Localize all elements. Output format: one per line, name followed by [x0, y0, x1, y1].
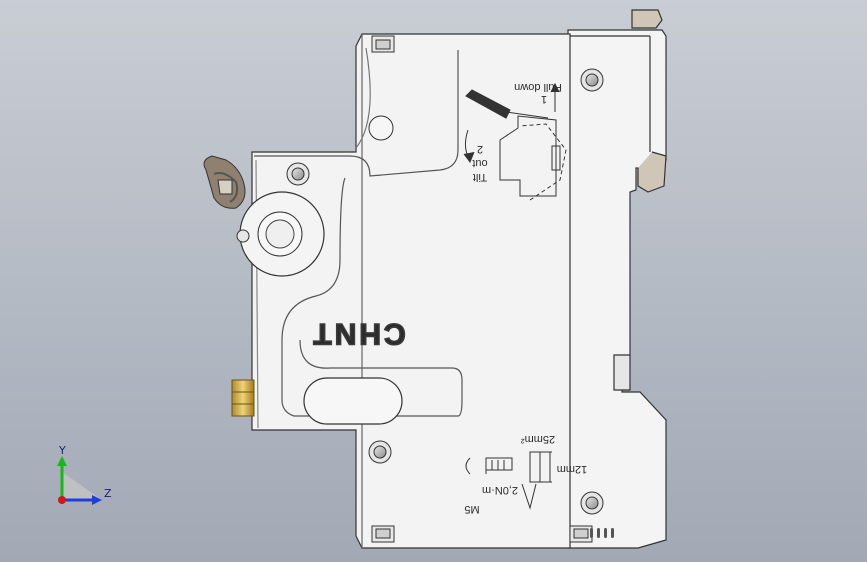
din-rail-clip — [567, 9, 667, 549]
rivet-top-right — [580, 68, 604, 92]
tilt-out-label-tilt: Tilt — [473, 171, 487, 183]
y-axis-label: Y — [58, 444, 66, 457]
svg-text:25mm²: 25mm² — [521, 433, 556, 445]
terminal-connector — [231, 379, 255, 417]
x-axis-dot-icon — [58, 496, 66, 504]
svg-text:CHNT: CHNT — [310, 317, 405, 350]
axis-triad: Y Z — [57, 444, 112, 505]
tilt-out-label-out: out — [472, 157, 487, 169]
oval-slot — [303, 377, 403, 425]
bottom-right-latch — [569, 525, 593, 543]
brand-logo: CHNT — [310, 316, 407, 351]
rivet-left — [286, 162, 310, 186]
cross-section-label: 25mm² — [521, 433, 556, 445]
svg-text:M5: M5 — [464, 503, 479, 515]
torque-label: 2,0N·m — [482, 484, 518, 496]
vent-slots — [590, 528, 614, 538]
toggle-pivot[interactable] — [236, 191, 325, 277]
strip-length-label: 12mm — [557, 463, 588, 475]
svg-text:Pull down: Pull down — [514, 81, 562, 93]
svg-text:1: 1 — [541, 93, 547, 105]
svg-text:2,0N·m: 2,0N·m — [482, 484, 518, 496]
svg-text:Tilt: Tilt — [473, 171, 487, 183]
rivet-bottom-left — [368, 440, 392, 464]
mounting-hole — [368, 115, 394, 141]
wiring-spec-diagram — [465, 451, 552, 510]
step-1-label: 1 — [541, 93, 547, 105]
bottom-latch — [371, 525, 395, 543]
z-axis-label: Z — [104, 487, 112, 500]
svg-text:12mm: 12mm — [557, 463, 588, 475]
step-2-label: 2 — [477, 143, 483, 155]
z-axis-arrow-icon — [92, 495, 102, 505]
removal-diagram — [463, 82, 567, 201]
rivet-bottom-right — [580, 491, 604, 515]
svg-text:out: out — [472, 157, 487, 169]
y-axis-arrow-icon — [57, 456, 67, 466]
screw-size-label: M5 — [464, 503, 479, 515]
toggle-knob[interactable] — [203, 155, 246, 209]
pull-down-instruction: Pull down — [514, 81, 562, 93]
breaker-housing — [251, 33, 571, 549]
top-latch — [371, 35, 395, 53]
svg-text:2: 2 — [477, 143, 483, 155]
